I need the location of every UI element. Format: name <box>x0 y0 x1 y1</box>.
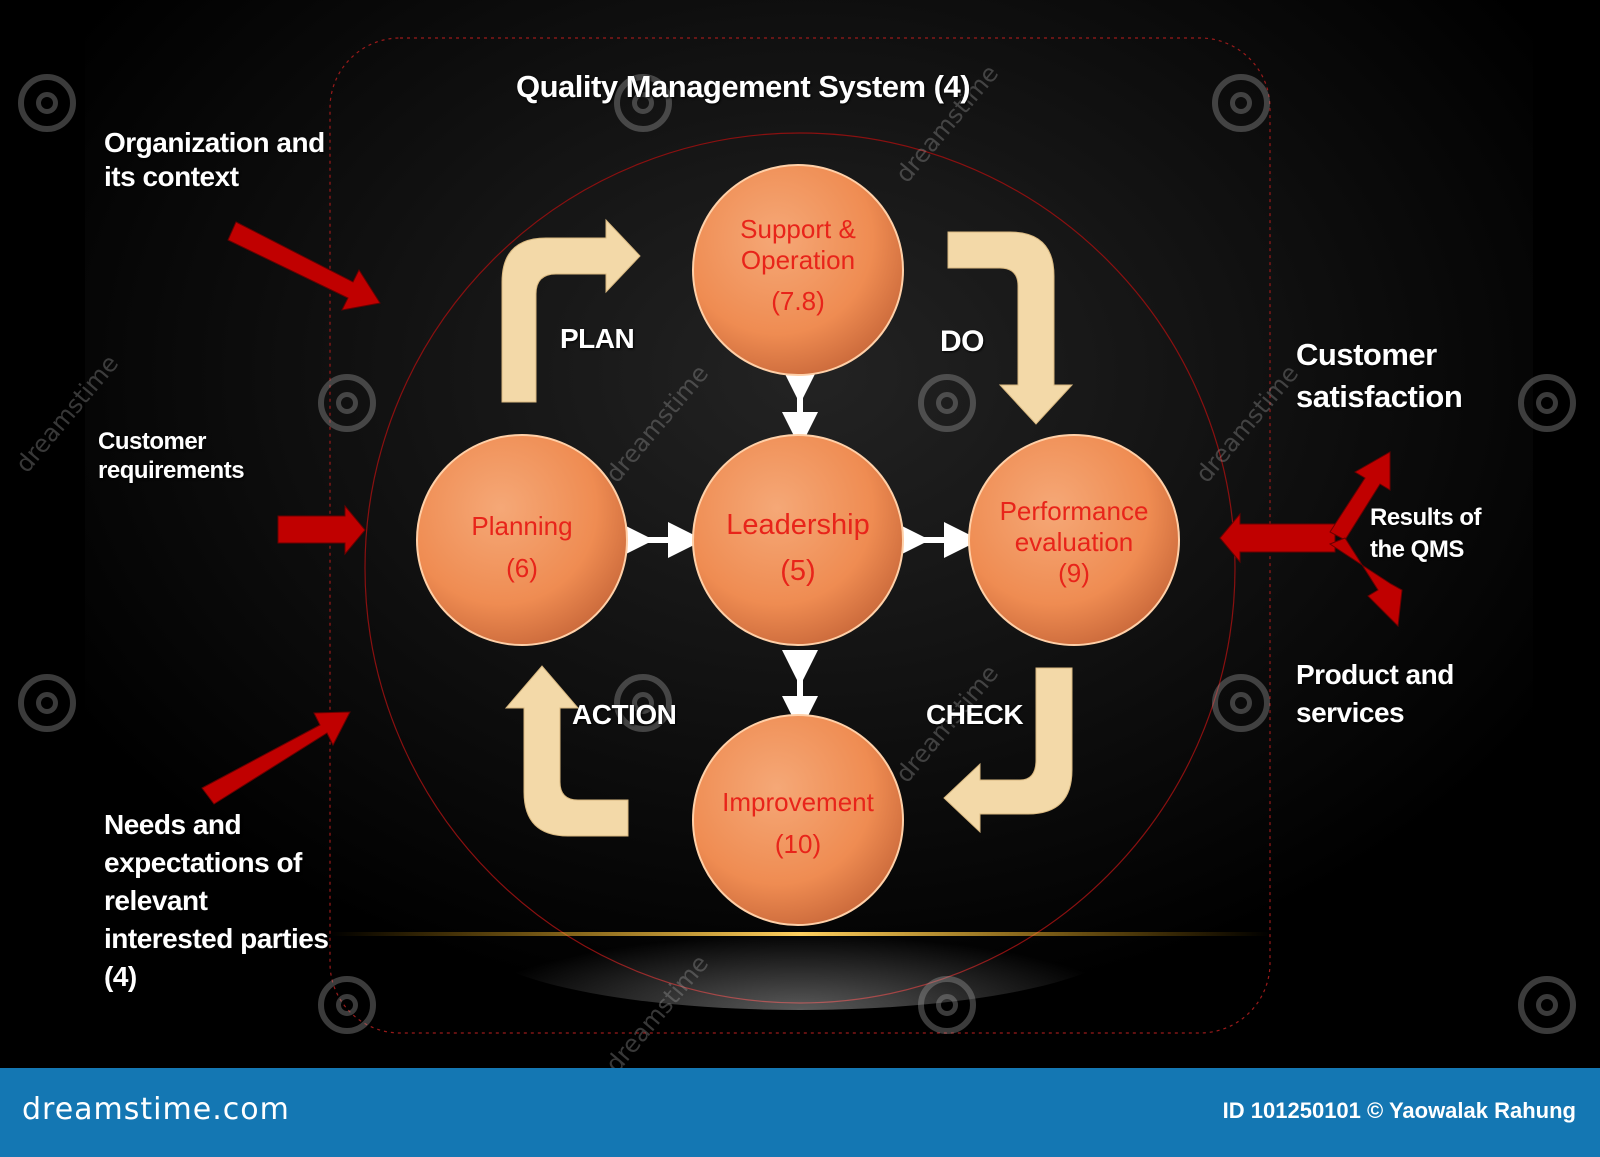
customer-satisfaction-label: Customer satisfaction <box>1296 337 1463 415</box>
dreamstime-spiral-icon <box>918 976 976 1034</box>
arrow-products-icon <box>1328 537 1403 628</box>
plan-label: PLAN <box>560 323 635 354</box>
arrow-organization-icon <box>227 221 381 311</box>
do-cycle-arrow-icon <box>947 231 1074 425</box>
improvement-text: Improvement (10) <box>722 787 874 859</box>
dreamstime-spiral-icon <box>318 374 376 432</box>
planning-circle <box>416 434 628 646</box>
check-cycle-arrow-icon <box>943 667 1073 834</box>
do-label: DO <box>940 325 985 358</box>
arrow-needs-icon <box>201 711 351 805</box>
performance-evaluation-text: Performance evaluation (9) <box>999 496 1149 589</box>
footer-bar: dreamstime.com ID 101250101 © Yaowalak R… <box>0 1068 1600 1157</box>
arrow-into-qms-icon <box>1219 512 1336 564</box>
dreamstime-spiral-icon <box>918 374 976 432</box>
dreamstime-spiral-icon <box>614 674 672 732</box>
performance-circle <box>968 434 1180 646</box>
dreamstime-spiral-icon <box>1212 74 1270 132</box>
support-operation-text: Support & Operation (7.8) <box>740 214 856 317</box>
dreamstime-spiral-icon <box>18 674 76 732</box>
arrow-customer-requirements-icon <box>277 504 366 556</box>
dreamstime-spiral-icon <box>614 74 672 132</box>
dreamstime-spiral-icon <box>1518 374 1576 432</box>
leadership-circle <box>692 434 904 646</box>
action-label: ACTION <box>572 699 677 730</box>
diagram-title: Quality Management System (4) <box>516 69 971 104</box>
dreamstime-spiral-icon <box>18 74 76 132</box>
planning-text: Planning (6) <box>471 511 573 583</box>
dreamstime-spiral-icon <box>318 976 376 1034</box>
action-cycle-arrow-icon <box>504 665 629 837</box>
organization-context-label: Organization and its context <box>104 127 325 192</box>
dreamstime-spiral-icon <box>1518 976 1576 1034</box>
check-label: CHECK <box>926 699 1024 730</box>
support-circle <box>692 164 904 376</box>
plan-cycle-arrow-icon <box>501 218 641 403</box>
product-services-label: Product and services <box>1296 659 1454 729</box>
leadership-text: Leadership (5) <box>726 509 870 588</box>
arrow-customer-satisfaction-icon <box>1329 451 1391 541</box>
footer-brand[interactable]: dreamstime.com <box>22 1092 290 1127</box>
customer-requirements-label: Customer requirements <box>98 428 245 484</box>
dreamstime-spiral-icon <box>1212 674 1270 732</box>
footer-credit: ID 101250101 © Yaowalak Rahung <box>1222 1098 1576 1123</box>
gold-horizon-line <box>330 932 1270 936</box>
diagram-canvas <box>85 0 1533 1068</box>
needs-expectations-label: Needs and expectations of relevant inter… <box>104 809 329 993</box>
improvement-circle <box>692 714 904 926</box>
results-qms-label: Results of the QMS <box>1370 504 1482 564</box>
